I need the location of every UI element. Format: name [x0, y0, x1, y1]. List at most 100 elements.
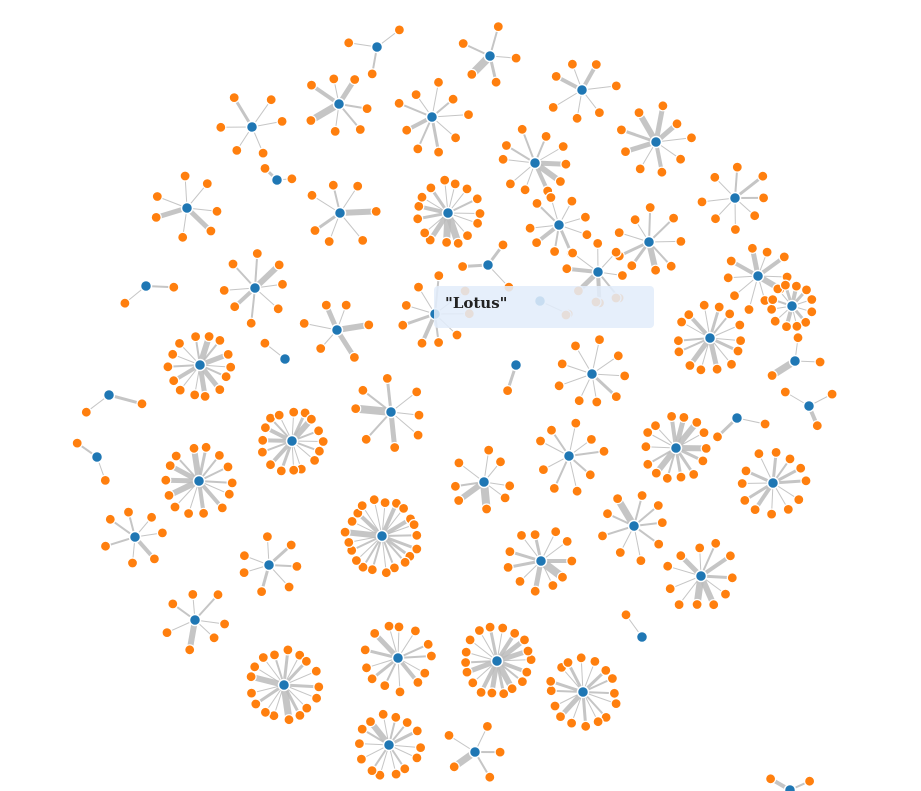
leaf-node[interactable]: [472, 217, 484, 229]
leaf-node[interactable]: [497, 622, 509, 634]
leaf-node[interactable]: [565, 717, 578, 729]
hub-node[interactable]: [330, 323, 344, 337]
leaf-node[interactable]: [343, 37, 355, 49]
leaf-node[interactable]: [696, 196, 708, 208]
leaf-node[interactable]: [268, 649, 281, 661]
leaf-node[interactable]: [484, 621, 496, 633]
leaf-node[interactable]: [722, 272, 734, 284]
leaf-node[interactable]: [642, 458, 654, 470]
leaf-node[interactable]: [381, 372, 393, 384]
leaf-node[interactable]: [497, 153, 509, 165]
leaf-node[interactable]: [259, 337, 271, 349]
leaf-node[interactable]: [761, 246, 773, 258]
leaf-node[interactable]: [765, 508, 778, 520]
leaf-node[interactable]: [691, 598, 703, 611]
leaf-node[interactable]: [452, 237, 464, 249]
hub-node[interactable]: [728, 191, 742, 205]
leaf-node[interactable]: [223, 488, 235, 500]
leaf-node[interactable]: [554, 710, 567, 723]
leaf-node[interactable]: [357, 234, 369, 246]
leaf-node[interactable]: [356, 723, 368, 735]
leaf-node[interactable]: [711, 431, 724, 443]
leaf-node[interactable]: [187, 588, 199, 601]
leaf-node[interactable]: [629, 214, 641, 226]
leaf-node[interactable]: [653, 538, 665, 550]
leaf-node[interactable]: [161, 626, 173, 639]
leaf-node[interactable]: [457, 260, 469, 273]
leaf-node[interactable]: [463, 308, 475, 320]
leaf-node[interactable]: [759, 418, 771, 430]
leaf-node[interactable]: [238, 550, 250, 562]
leaf-node[interactable]: [561, 535, 573, 548]
leaf-node[interactable]: [673, 346, 685, 358]
leaf-node[interactable]: [245, 671, 257, 683]
leaf-node[interactable]: [412, 143, 424, 155]
leaf-node[interactable]: [492, 21, 504, 33]
leaf-node[interactable]: [313, 681, 325, 693]
leaf-node[interactable]: [736, 477, 748, 490]
leaf-node[interactable]: [724, 550, 737, 562]
leaf-node[interactable]: [441, 236, 453, 248]
leaf-node[interactable]: [548, 482, 560, 494]
leaf-node[interactable]: [148, 553, 160, 565]
leaf-node[interactable]: [522, 645, 534, 657]
leaf-node[interactable]: [399, 763, 411, 775]
leaf-node[interactable]: [814, 356, 826, 368]
leaf-node[interactable]: [457, 37, 469, 50]
leaf-node[interactable]: [573, 395, 585, 407]
leaf-node[interactable]: [460, 656, 472, 669]
leaf-node[interactable]: [657, 100, 669, 112]
leaf-node[interactable]: [711, 363, 723, 375]
leaf-node[interactable]: [494, 456, 507, 468]
leaf-node[interactable]: [379, 497, 391, 509]
leaf-node[interactable]: [698, 427, 710, 439]
leaf-node[interactable]: [811, 420, 823, 432]
hub-node[interactable]: [384, 405, 398, 419]
leaf-node[interactable]: [462, 108, 475, 121]
leaf-node[interactable]: [329, 125, 341, 137]
leaf-node[interactable]: [640, 441, 652, 453]
leaf-node[interactable]: [516, 675, 529, 688]
leaf-node[interactable]: [276, 278, 289, 290]
leaf-node[interactable]: [530, 237, 543, 249]
leaf-node[interactable]: [636, 489, 648, 502]
leaf-node[interactable]: [614, 546, 626, 559]
leaf-node[interactable]: [364, 715, 377, 728]
leaf-node[interactable]: [162, 361, 174, 373]
leaf-node[interactable]: [550, 526, 562, 538]
leaf-node[interactable]: [521, 666, 533, 678]
leaf-node[interactable]: [575, 652, 587, 664]
hub-node[interactable]: [509, 358, 523, 372]
leaf-node[interactable]: [678, 411, 690, 423]
leaf-node[interactable]: [633, 106, 645, 119]
leaf-node[interactable]: [99, 540, 112, 552]
leaf-node[interactable]: [571, 485, 583, 497]
leaf-node[interactable]: [490, 76, 502, 88]
hub-node[interactable]: [391, 651, 405, 665]
leaf-node[interactable]: [467, 677, 479, 689]
leaf-node[interactable]: [600, 664, 612, 677]
leaf-node[interactable]: [556, 571, 569, 583]
leaf-node[interactable]: [300, 655, 312, 667]
leaf-node[interactable]: [459, 285, 471, 297]
hub-node[interactable]: [262, 558, 276, 572]
leaf-node[interactable]: [514, 575, 526, 588]
leaf-node[interactable]: [357, 561, 369, 573]
leaf-node[interactable]: [725, 255, 737, 267]
leaf-node[interactable]: [214, 384, 226, 396]
leaf-node[interactable]: [311, 692, 323, 704]
leaf-node[interactable]: [481, 720, 493, 733]
leaf-node[interactable]: [422, 638, 434, 650]
leaf-node[interactable]: [306, 189, 318, 201]
leaf-node[interactable]: [425, 650, 437, 662]
leaf-node[interactable]: [691, 416, 703, 428]
leaf-node[interactable]: [294, 709, 306, 722]
leaf-node[interactable]: [675, 316, 688, 328]
leaf-node[interactable]: [151, 190, 163, 203]
leaf-node[interactable]: [753, 448, 765, 460]
hub-node[interactable]: [490, 654, 504, 668]
leaf-node[interactable]: [146, 511, 158, 523]
leaf-node[interactable]: [433, 270, 445, 282]
leaf-node[interactable]: [327, 179, 339, 191]
leaf-node[interactable]: [500, 139, 512, 152]
